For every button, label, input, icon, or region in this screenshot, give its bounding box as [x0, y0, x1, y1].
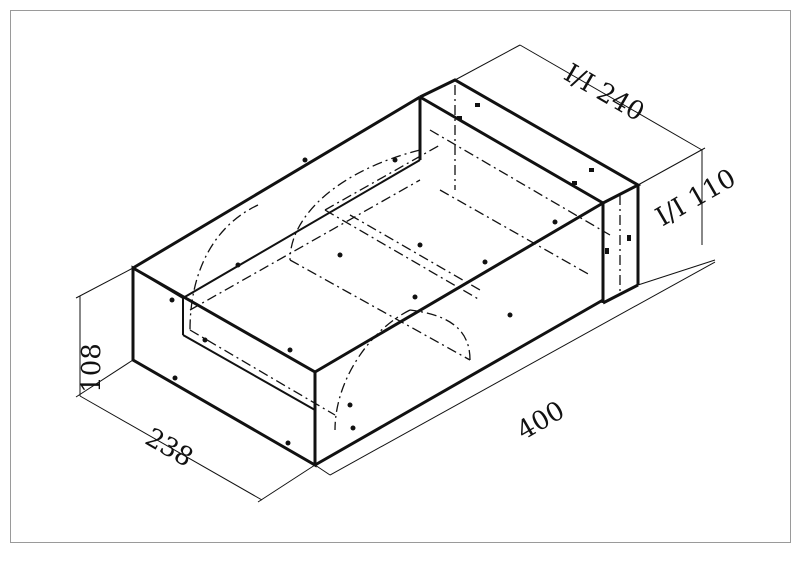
- drawing-frame: [10, 10, 791, 543]
- mounting-holes: [169, 103, 631, 446]
- hidden-lines: [189, 85, 621, 431]
- dim-width-label: 238: [140, 423, 198, 474]
- sleeve-outline: [418, 78, 642, 305]
- box-outline: [131, 95, 605, 468]
- box-inner-edges: [132, 159, 421, 411]
- dim-length-label: 400: [512, 396, 570, 447]
- dimension-lines: [75, 44, 716, 503]
- dim-sleeve-height-label: I/I 110: [651, 163, 742, 233]
- dim-sleeve-width-label: I/I 240: [559, 58, 650, 128]
- dim-height-label: 108: [77, 343, 107, 393]
